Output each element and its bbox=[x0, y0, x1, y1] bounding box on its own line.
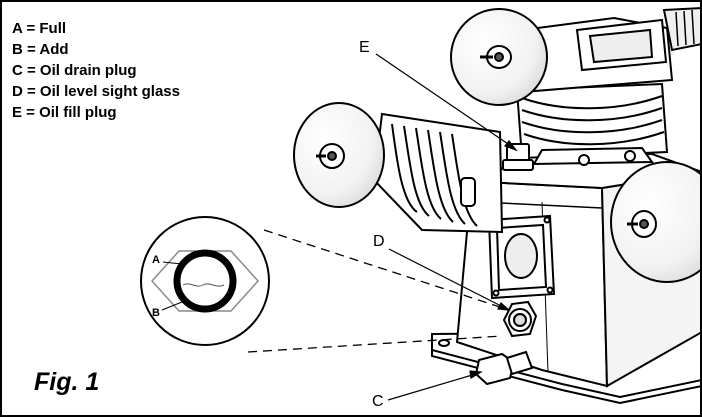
left-cylinder bbox=[372, 112, 504, 234]
figure-title: Fig. 1 bbox=[34, 368, 100, 396]
right-cylinder bbox=[515, 82, 669, 166]
legend-item-b: B = Add bbox=[12, 41, 69, 58]
leader-lines bbox=[375, 53, 518, 401]
callout-c: C bbox=[372, 393, 384, 410]
legend-item-a: A = Full bbox=[12, 20, 67, 37]
wheel-right bbox=[610, 161, 700, 283]
callout-e: E bbox=[359, 39, 370, 56]
projection-lines bbox=[247, 229, 504, 353]
sight-glass-inset bbox=[140, 216, 270, 346]
inset-label-b: B bbox=[152, 307, 160, 319]
oil-drain-plug bbox=[474, 350, 534, 386]
wheel-left bbox=[293, 102, 385, 208]
legend-item-e: E = Oil fill plug bbox=[12, 104, 117, 121]
oil-sight-glass bbox=[502, 300, 538, 338]
legend-item-d: D = Oil level sight glass bbox=[12, 83, 180, 100]
legend: A = Full B = Add C = Oil drain plug D = … bbox=[12, 18, 180, 123]
oil-fill-plug bbox=[502, 143, 534, 171]
legend-item-c: C = Oil drain plug bbox=[12, 62, 137, 79]
inset-label-a: A bbox=[152, 254, 160, 266]
callout-d: D bbox=[373, 233, 385, 250]
wheel-top bbox=[450, 8, 548, 106]
inspection-cover bbox=[487, 214, 556, 300]
cylinder-head bbox=[505, 7, 700, 94]
